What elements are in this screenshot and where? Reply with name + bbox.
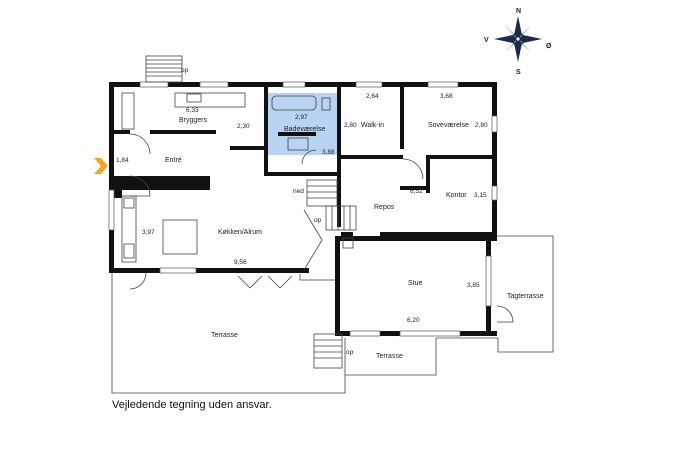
stair-op-2: op — [314, 217, 322, 224]
dim-bedroom-width: 3,68 — [440, 93, 453, 100]
room-kontor: Kontor — [446, 192, 467, 199]
dim-bath-depth: 3,88 — [322, 149, 335, 156]
dim-bryggers-depth: 2,30 — [237, 123, 250, 130]
stair-ned: ned — [293, 188, 304, 195]
stair-op-1: op — [181, 67, 189, 74]
stair-op-3: op — [346, 349, 354, 356]
room-repos: Repos — [374, 204, 395, 211]
room-stue: Stue — [408, 280, 423, 287]
room-bryggers: Bryggers — [179, 117, 208, 124]
dim-walkin-depth: 2,80 — [344, 122, 357, 129]
bathroom-area — [268, 93, 337, 155]
inner-walls — [114, 87, 492, 236]
room-entre: Entré — [165, 157, 182, 164]
room-sovevaerelse: Soveværelse — [428, 122, 469, 129]
dim-stue-depth: 3,85 — [467, 282, 480, 289]
room-terrasse-1: Terrasse — [211, 332, 238, 339]
dim-stue-width: 6,20 — [407, 317, 420, 324]
disclaimer-text: Vejledende tegning uden ansvar. — [112, 399, 272, 411]
room-badevaerelse: Badeværelse — [284, 126, 325, 133]
windows — [108, 81, 498, 337]
dim-kitchen-width: 9,56 — [234, 259, 247, 266]
compass-n: N — [516, 8, 521, 15]
compass-s: S — [516, 69, 521, 76]
room-terrasse-2: Terrasse — [376, 353, 403, 360]
dim-bryggers-width: 6,33 — [186, 107, 199, 114]
dim-office-width: 6,52 — [410, 188, 423, 195]
room-kokken: Køkken/Alrum — [218, 229, 262, 236]
dim-bath-width: 2,97 — [295, 114, 308, 121]
room-walkin: Walk-in — [361, 122, 384, 129]
dim-walkin-width: 2,64 — [366, 93, 379, 100]
dim-bedroom-depth: 2,80 — [475, 122, 488, 129]
compass-o: Ø — [546, 43, 552, 50]
dim-office-depth: 3,15 — [474, 192, 487, 199]
entrance-arrow-icon — [94, 158, 108, 174]
dim-entre: 1,84 — [116, 157, 129, 164]
stairs — [145, 55, 357, 369]
dim-kitchen-depth: 3,97 — [142, 229, 155, 236]
fixtures — [121, 92, 354, 263]
compass-rose-icon — [494, 16, 542, 62]
room-tagterrasse: Tagterrasse — [507, 293, 544, 300]
doors — [129, 133, 514, 323]
compass-v: V — [484, 37, 489, 44]
